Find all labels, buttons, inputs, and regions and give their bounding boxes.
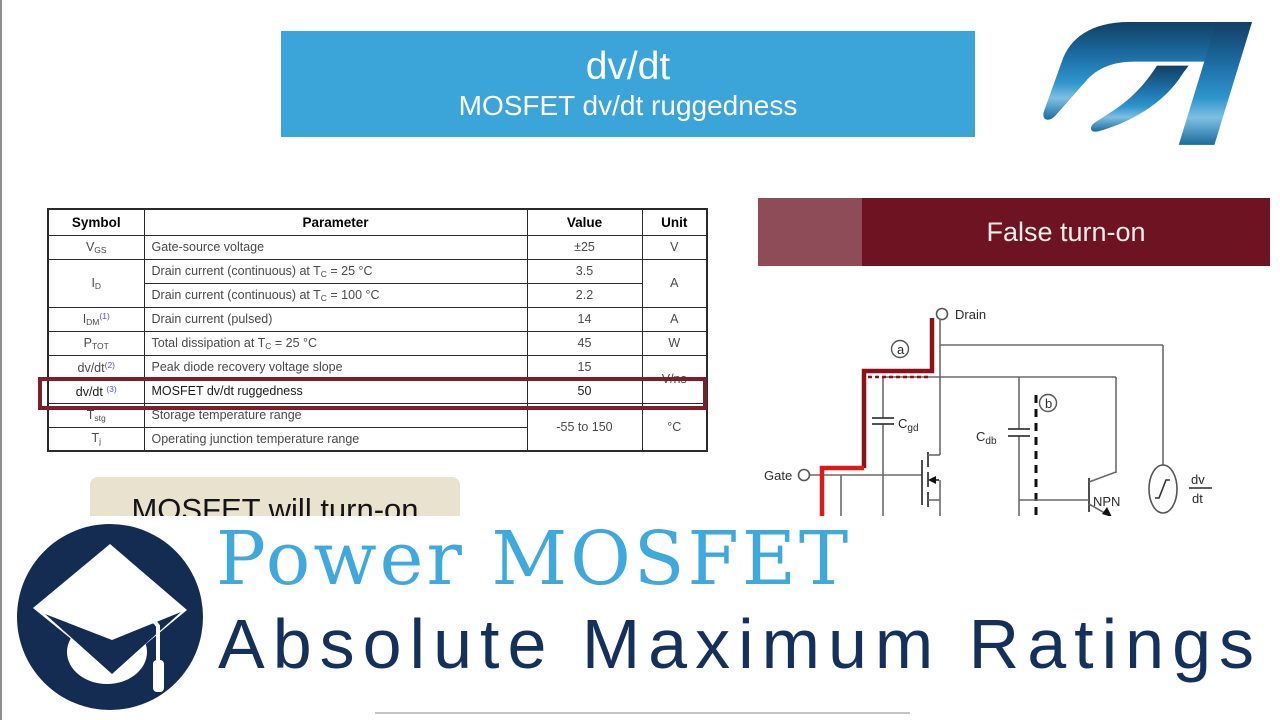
red-path-dark <box>861 318 935 468</box>
npn-label: NPN <box>1093 494 1120 509</box>
table-row: Drain current (continuous) at TC = 100 °… <box>48 282 707 308</box>
gate-terminal <box>797 468 811 482</box>
tassel-cord <box>112 610 160 662</box>
highlight-frame <box>38 377 707 410</box>
cdb-label: Cdb <box>976 429 997 447</box>
gate-label: Gate <box>764 468 792 483</box>
red-path-bright <box>819 465 864 518</box>
col-symbol: Symbol <box>47 208 145 236</box>
title-banner: dv/dt MOSFET dv/dt ruggedness <box>281 31 975 137</box>
col-parameter: Parameter <box>143 208 528 236</box>
dt-label: dt <box>1192 491 1203 506</box>
npn-emitter-arrow <box>1102 507 1112 517</box>
col-unit: Unit <box>641 208 708 236</box>
table-row: dv/dt(2) Peak diode recovery voltage slo… <box>47 354 708 404</box>
table-row: ID Drain current (continuous) at TC = 25… <box>47 258 708 308</box>
footer-title-line2: Absolute Maximum Ratings <box>218 605 1262 683</box>
path-a-label: a <box>897 342 905 357</box>
banner-accent-segment <box>758 198 862 266</box>
table-header-row: Symbol Parameter Value Unit <box>47 208 708 236</box>
drain-terminal <box>935 307 949 321</box>
footer-title-line1: Power MOSFET <box>216 516 852 602</box>
dv-label: dv <box>1191 472 1205 487</box>
ratings-table: Symbol Parameter Value Unit VGS Gate-sou… <box>47 208 708 452</box>
false-turnon-label: False turn-on <box>986 216 1146 247</box>
table-row: VGS Gate-source voltage ±25 V <box>47 234 708 260</box>
page-title: dv/dt <box>585 45 671 88</box>
mosfet-body-arrow <box>928 476 936 484</box>
table-row: Tj Operating junction temperature range <box>47 426 707 452</box>
col-value: Value <box>526 208 643 236</box>
path-a-marker <box>890 339 910 359</box>
cgd-label: Cgd <box>898 416 919 434</box>
drain-label: Drain <box>955 307 986 322</box>
slide-left-border <box>0 0 2 720</box>
false-turnon-banner: False turn-on <box>758 198 1270 266</box>
circuit-diagram: Drain Cgd Gate a Cdb b NPN dv dt <box>764 307 1212 518</box>
st-logo-icon <box>1043 22 1253 145</box>
path-b-marker <box>1038 393 1058 413</box>
footer-divider-line <box>375 712 910 714</box>
path-b-label: b <box>1045 396 1052 411</box>
page-subtitle: MOSFET dv/dt ruggedness <box>458 90 798 121</box>
graduation-cap-logo <box>17 524 203 710</box>
table-row: IDM(1) Drain current (pulsed) 14 A <box>47 306 708 332</box>
footer-overlay: Power MOSFET Absolute Maximum Ratings <box>0 516 1280 720</box>
table-row: PTOT Total dissipation at TC = 25 °C 45 … <box>47 330 708 356</box>
tassel-tail <box>153 660 164 692</box>
